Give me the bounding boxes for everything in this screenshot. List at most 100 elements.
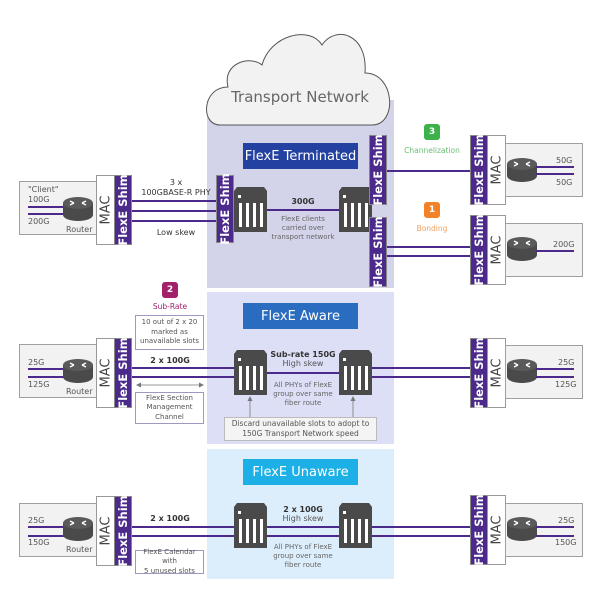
aware-right-mac: MAC <box>487 338 506 408</box>
cloud-icon <box>206 34 391 126</box>
aware-link-line-1 <box>132 367 234 369</box>
bonding-rate: 200G <box>553 240 575 249</box>
trunk-note-2: carried over <box>281 224 325 232</box>
switch-icon <box>234 350 267 395</box>
terminated-right-shim-bottom: FlexE Shim <box>369 216 387 288</box>
phy-label-2: 100GBASE-R PHY <box>141 188 211 197</box>
skew-label: Low skew <box>156 228 196 237</box>
aware-phys-note-3: fiber route <box>284 399 322 407</box>
switch-icon <box>234 503 267 548</box>
aware-phys-note-1: All PHYs of FlexE <box>273 381 333 389</box>
unaware-left-mac: MAC <box>96 496 115 566</box>
client-rate-1: 100G <box>28 195 50 204</box>
unaware-right-client-line-1 <box>536 526 574 528</box>
aware-right-shim: FlexE Shim <box>470 337 488 409</box>
trunk-label: 300G <box>291 197 315 206</box>
unaware-right-line-1 <box>372 526 471 528</box>
unaware-phys-note-1: All PHYs of FlexE <box>273 543 333 551</box>
aware-trunk-label-1: Sub-rate 150G <box>270 350 336 359</box>
unaware-phys-note-2: group over same <box>273 552 333 560</box>
aware-left-rate-2: 125G <box>28 380 50 389</box>
unaware-link-line-1 <box>132 526 234 528</box>
phy-label-1: 3 x <box>169 178 183 187</box>
aware-title: FlexE Aware <box>243 303 358 329</box>
phy-line-3 <box>132 220 218 222</box>
channelization-badge: 3 <box>424 124 440 140</box>
trunk-line-300g <box>267 209 339 211</box>
subrate-badge: 2 <box>162 282 178 298</box>
channel-rate-2: 50G <box>556 178 573 187</box>
terminated-right-shim-top: FlexE Shim <box>369 134 387 206</box>
channel-line-2 <box>536 173 574 175</box>
unaware-client-line-2 <box>28 535 68 537</box>
bonding-line-2 <box>387 255 471 257</box>
aware-left-shim: FlexE Shim <box>114 337 132 409</box>
aware-right-client-box <box>505 345 583 399</box>
aware-right-rate-2: 125G <box>555 380 577 389</box>
aware-right-line-2 <box>372 376 471 378</box>
aware-right-line-1 <box>372 367 471 369</box>
up-arrow-icon <box>247 396 253 418</box>
aware-left-mac: MAC <box>96 338 115 408</box>
switch-icon <box>234 187 267 232</box>
unaware-right-shim: FlexE Shim <box>470 494 488 566</box>
unaware-link-line-2 <box>132 535 234 537</box>
unaware-left-rate-1: 25G <box>28 516 45 525</box>
phy-line-1 <box>132 200 218 202</box>
router-icon <box>63 359 93 383</box>
client-line-1 <box>28 206 68 208</box>
unaware-trunk-line-1 <box>267 526 339 528</box>
up-arrow-icon <box>350 396 356 418</box>
unaware-link-label: 2 x 100G <box>150 514 190 523</box>
aware-right-client-line-2 <box>536 376 574 378</box>
bonding-badge: 1 <box>424 202 440 218</box>
aware-client-line-2 <box>28 376 68 378</box>
phy-line-2 <box>132 210 218 212</box>
cloud-label: Transport Network <box>231 88 369 106</box>
bonding-label: Bonding <box>416 224 448 233</box>
unaware-right-mac: MAC <box>487 495 506 565</box>
unaware-right-rate-1: 25G <box>558 516 575 525</box>
aware-link-label: 2 x 100G <box>150 356 190 365</box>
channel-line-1 <box>536 166 574 168</box>
router-label: Router <box>66 387 93 396</box>
right-shim-bonding: FlexE Shim <box>470 214 488 286</box>
unaware-trunk-line-2 <box>267 535 339 537</box>
channelization-line <box>387 170 471 172</box>
unaware-left-rate-2: 150G <box>28 538 50 547</box>
terminated-left-shim: FlexE Shim <box>216 173 234 245</box>
client-rate-2: 200G <box>28 217 50 226</box>
unaware-left-shim: FlexE Shim <box>114 495 132 567</box>
router-icon <box>63 517 93 541</box>
client-label: "Client" <box>28 185 59 194</box>
aware-link-line-2 <box>132 376 234 378</box>
subrate-label: Sub-Rate <box>152 302 188 311</box>
trunk-note-3: transport network <box>271 233 335 241</box>
channelization-label: Channelization <box>404 146 460 155</box>
aware-left-rate-1: 25G <box>28 358 45 367</box>
router-icon <box>507 359 537 383</box>
right-mac-channelization: MAC <box>487 135 506 205</box>
unaware-right-line-2 <box>372 535 471 537</box>
unaware-trunk-label-1: 2 x 100G <box>283 505 323 514</box>
router-icon <box>63 197 93 221</box>
aware-phys-note-2: group over same <box>273 390 333 398</box>
switch-icon <box>339 503 372 548</box>
terminated-title: FlexE Terminated <box>243 143 358 169</box>
left-mac: MAC <box>96 175 115 245</box>
aware-trunk-label-2: High skew <box>282 359 324 368</box>
router-icon <box>507 237 537 261</box>
unaware-phys-note-3: fiber route <box>284 561 322 569</box>
channel-rate-1: 50G <box>556 156 573 165</box>
trunk-note-1: FlexE clients <box>281 215 325 223</box>
bonding-line-1 <box>387 246 471 248</box>
router-icon <box>507 158 537 182</box>
subrate-trunk-line <box>267 372 339 374</box>
switch-icon <box>339 350 372 395</box>
unaware-title: FlexE Unaware <box>243 459 358 485</box>
right-mac-bonding: MAC <box>487 215 506 285</box>
client-line-2 <box>28 213 68 215</box>
